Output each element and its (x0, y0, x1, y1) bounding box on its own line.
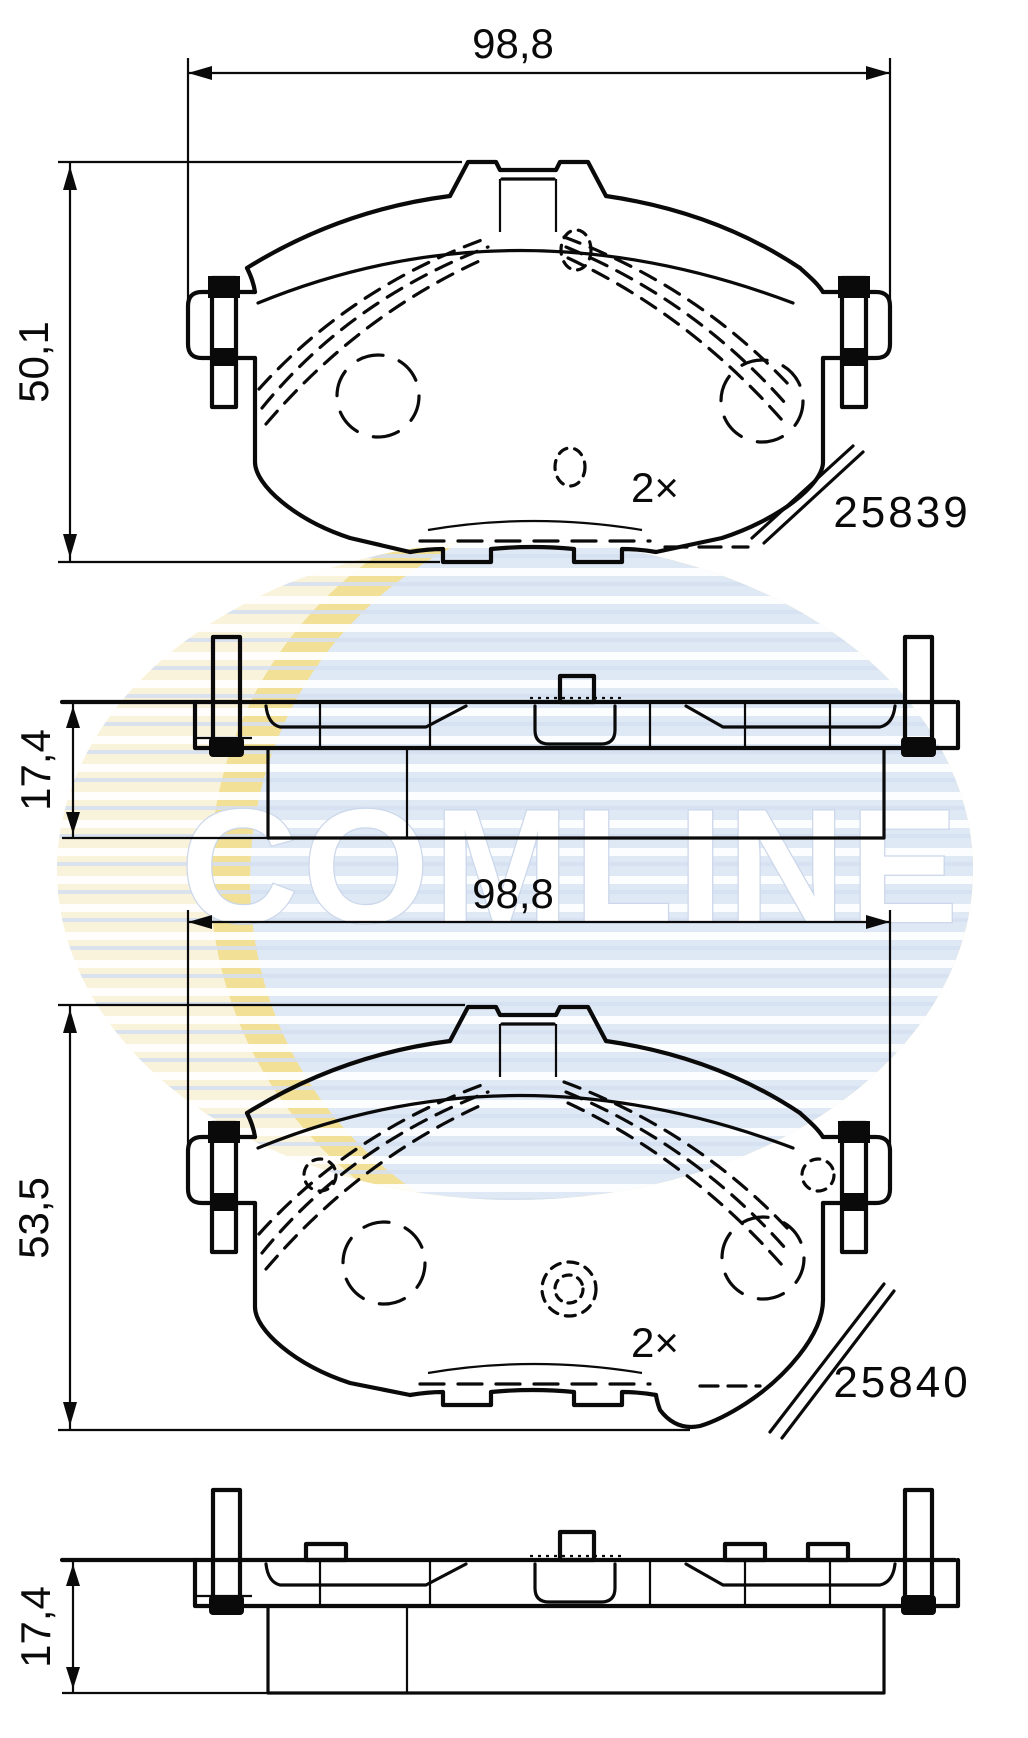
front-view-pad-25839: 98,8 50,1 (10, 20, 970, 565)
pad-outline-25840 (185, 1004, 896, 1440)
left-tab (303, 1541, 349, 1563)
dim-height-top: 50,1 (10, 160, 462, 564)
dim-thickness-bottom-label: 17,4 (12, 1586, 59, 1668)
center-hole-inner (553, 1273, 585, 1305)
top-center-hole (559, 228, 593, 272)
side-view-pad-25840: 17,4 (12, 1487, 961, 1695)
dim-thickness-top-label: 17,4 (12, 729, 59, 811)
dim-width-top-label: 98,8 (472, 20, 554, 67)
left-large-hole (341, 1220, 427, 1306)
dim-height-bottom: 53,5 (10, 1003, 690, 1432)
center-tab (557, 673, 597, 705)
part-number-25840: 25840 (833, 1358, 970, 1407)
dim-width-bottom: 98,8 (186, 870, 892, 1145)
part-number-25839: 25839 (833, 488, 970, 537)
right-ear (820, 289, 893, 361)
left-ear (185, 289, 258, 361)
backplate-side-top (59, 634, 961, 840)
dim-width-top: 98,8 (186, 20, 892, 302)
front-view-pad-25840: 98,8 53,5 (10, 870, 970, 1440)
left-pin (208, 1120, 240, 1255)
friction-material (266, 746, 886, 840)
wear-indicator-arcs (257, 1080, 791, 1271)
left-ear (185, 1134, 258, 1206)
pad-outline-25839 (185, 159, 893, 565)
left-small-hole (302, 1157, 338, 1193)
left-large-hole (335, 353, 421, 439)
dim-width-bottom-label: 98,8 (472, 870, 554, 917)
backplate-side-bottom (59, 1487, 961, 1695)
center-hole-outer (540, 1260, 598, 1318)
right-tab-1 (722, 1541, 768, 1563)
right-tab-2 (805, 1541, 851, 1563)
comline-watermark: COMLINE (57, 540, 973, 1200)
side-view-pad-25839: 17,4 (12, 634, 961, 840)
center-tab (557, 1529, 597, 1563)
dim-height-top-label: 50,1 (10, 321, 57, 403)
right-pin (838, 275, 870, 410)
dim-thickness-top: 17,4 (12, 703, 268, 840)
right-ear (820, 1134, 893, 1206)
left-pin (208, 275, 240, 410)
quantity-bottom: 2× (631, 1319, 679, 1366)
watermark-brand-text: COMLINE (181, 776, 963, 957)
right-pin (838, 1120, 870, 1255)
dim-thickness-bottom: 17,4 (12, 1561, 268, 1695)
right-large-hole (719, 358, 805, 444)
right-large-hole (720, 1215, 806, 1301)
friction-material (266, 1604, 886, 1695)
bottom-center-hole (553, 446, 587, 488)
dim-height-bottom-label: 53,5 (10, 1177, 57, 1259)
quantity-top: 2× (631, 464, 679, 511)
right-small-hole (800, 1157, 836, 1193)
